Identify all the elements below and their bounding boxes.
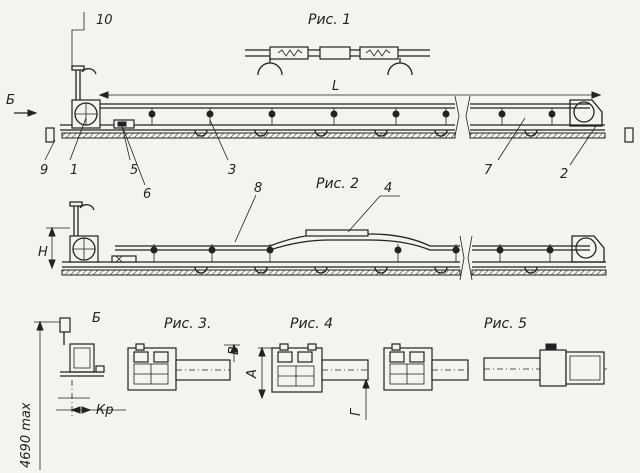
fig1-top-detail (245, 46, 430, 76)
fig2-caption: Рис. 2 (316, 176, 359, 192)
kr-label: Кр (96, 403, 113, 418)
callout-6: 6 (143, 187, 151, 202)
arrow-b-label: Б (6, 93, 15, 108)
dimension-l: L (332, 79, 339, 94)
dimension-g: Г (349, 407, 364, 416)
fig1-caption: Рис. 1 (308, 12, 351, 28)
fig5-caption: Рис. 5 (484, 316, 527, 332)
fig4-caption: Рис. 4 (290, 316, 333, 332)
fig1-conveyor (14, 12, 634, 186)
callout-8: 8 (254, 181, 262, 196)
fig4b-detail (383, 343, 469, 391)
callout-7: 7 (484, 163, 493, 178)
fig5-detail (483, 343, 610, 387)
fig2-conveyor (46, 194, 607, 281)
dimension-v: В (227, 346, 242, 355)
view-b (34, 317, 126, 470)
callout-2: 2 (560, 167, 568, 182)
callout-4: 4 (384, 181, 392, 196)
callout-9: 9 (40, 163, 48, 178)
fig3-detail (127, 343, 240, 391)
dimension-h: H (38, 245, 48, 260)
view-b-label: Б (92, 311, 101, 326)
fig3-caption: Рис. 3. (164, 316, 212, 332)
callout-5: 5 (130, 163, 138, 178)
callout-10: 10 (96, 13, 113, 28)
callout-3: 3 (228, 163, 236, 178)
max-height-label: 4690 max (19, 402, 34, 468)
callout-1: 1 (70, 163, 78, 178)
dimension-a: А (245, 369, 260, 379)
fig4-detail (258, 343, 370, 420)
